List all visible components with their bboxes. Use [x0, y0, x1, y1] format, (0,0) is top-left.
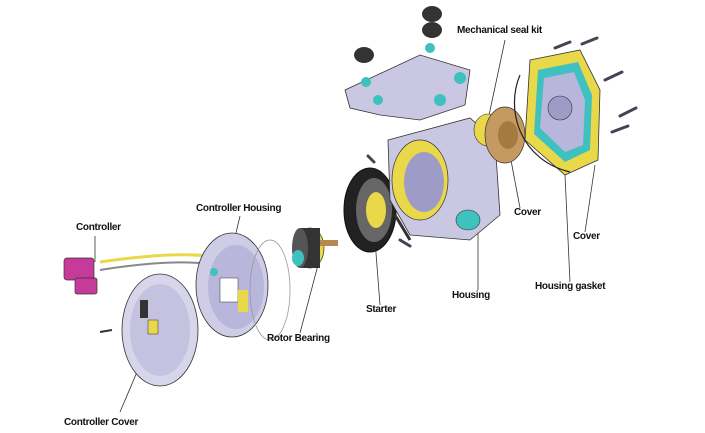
bolts — [366, 36, 638, 248]
outer-cover-part — [513, 49, 601, 176]
controller-cover-part — [99, 273, 199, 387]
mounting-bracket-part — [344, 6, 471, 121]
bolt — [553, 40, 572, 50]
housing-part — [387, 113, 503, 241]
bolt — [618, 106, 638, 118]
starter-part — [343, 167, 412, 253]
label-housing: Housing — [452, 290, 490, 301]
leader-mechanical-seal — [487, 39, 506, 121]
label-housing-gasket: Housing gasket — [535, 281, 606, 292]
bolt — [603, 70, 624, 82]
label-mechanical-seal-kit: Mechanical seal kit — [457, 25, 542, 36]
leader-housing-gasket — [564, 174, 571, 283]
bolt — [580, 36, 599, 46]
bolt — [610, 124, 630, 134]
rotor-bearing-part — [292, 227, 338, 269]
label-starter: Starter — [366, 304, 397, 315]
leader-cover-outer — [584, 164, 596, 233]
label-controller-cover: Controller Cover — [64, 417, 139, 428]
label-rotor-bearing: Rotor Bearing — [267, 333, 330, 344]
controller-housing-part — [195, 232, 291, 341]
bolt — [366, 154, 376, 164]
label-cover-outer: Cover — [573, 231, 600, 242]
label-controller-housing: Controller Housing — [196, 203, 282, 214]
label-controller: Controller — [76, 222, 121, 233]
controller-part — [63, 253, 241, 295]
leader-rotor-bearing — [299, 264, 319, 334]
leader-cover-inner — [509, 154, 521, 209]
label-cover-inner: Cover — [514, 207, 541, 218]
bolt — [398, 238, 412, 248]
mechanical-seal-cover-part — [484, 106, 526, 164]
